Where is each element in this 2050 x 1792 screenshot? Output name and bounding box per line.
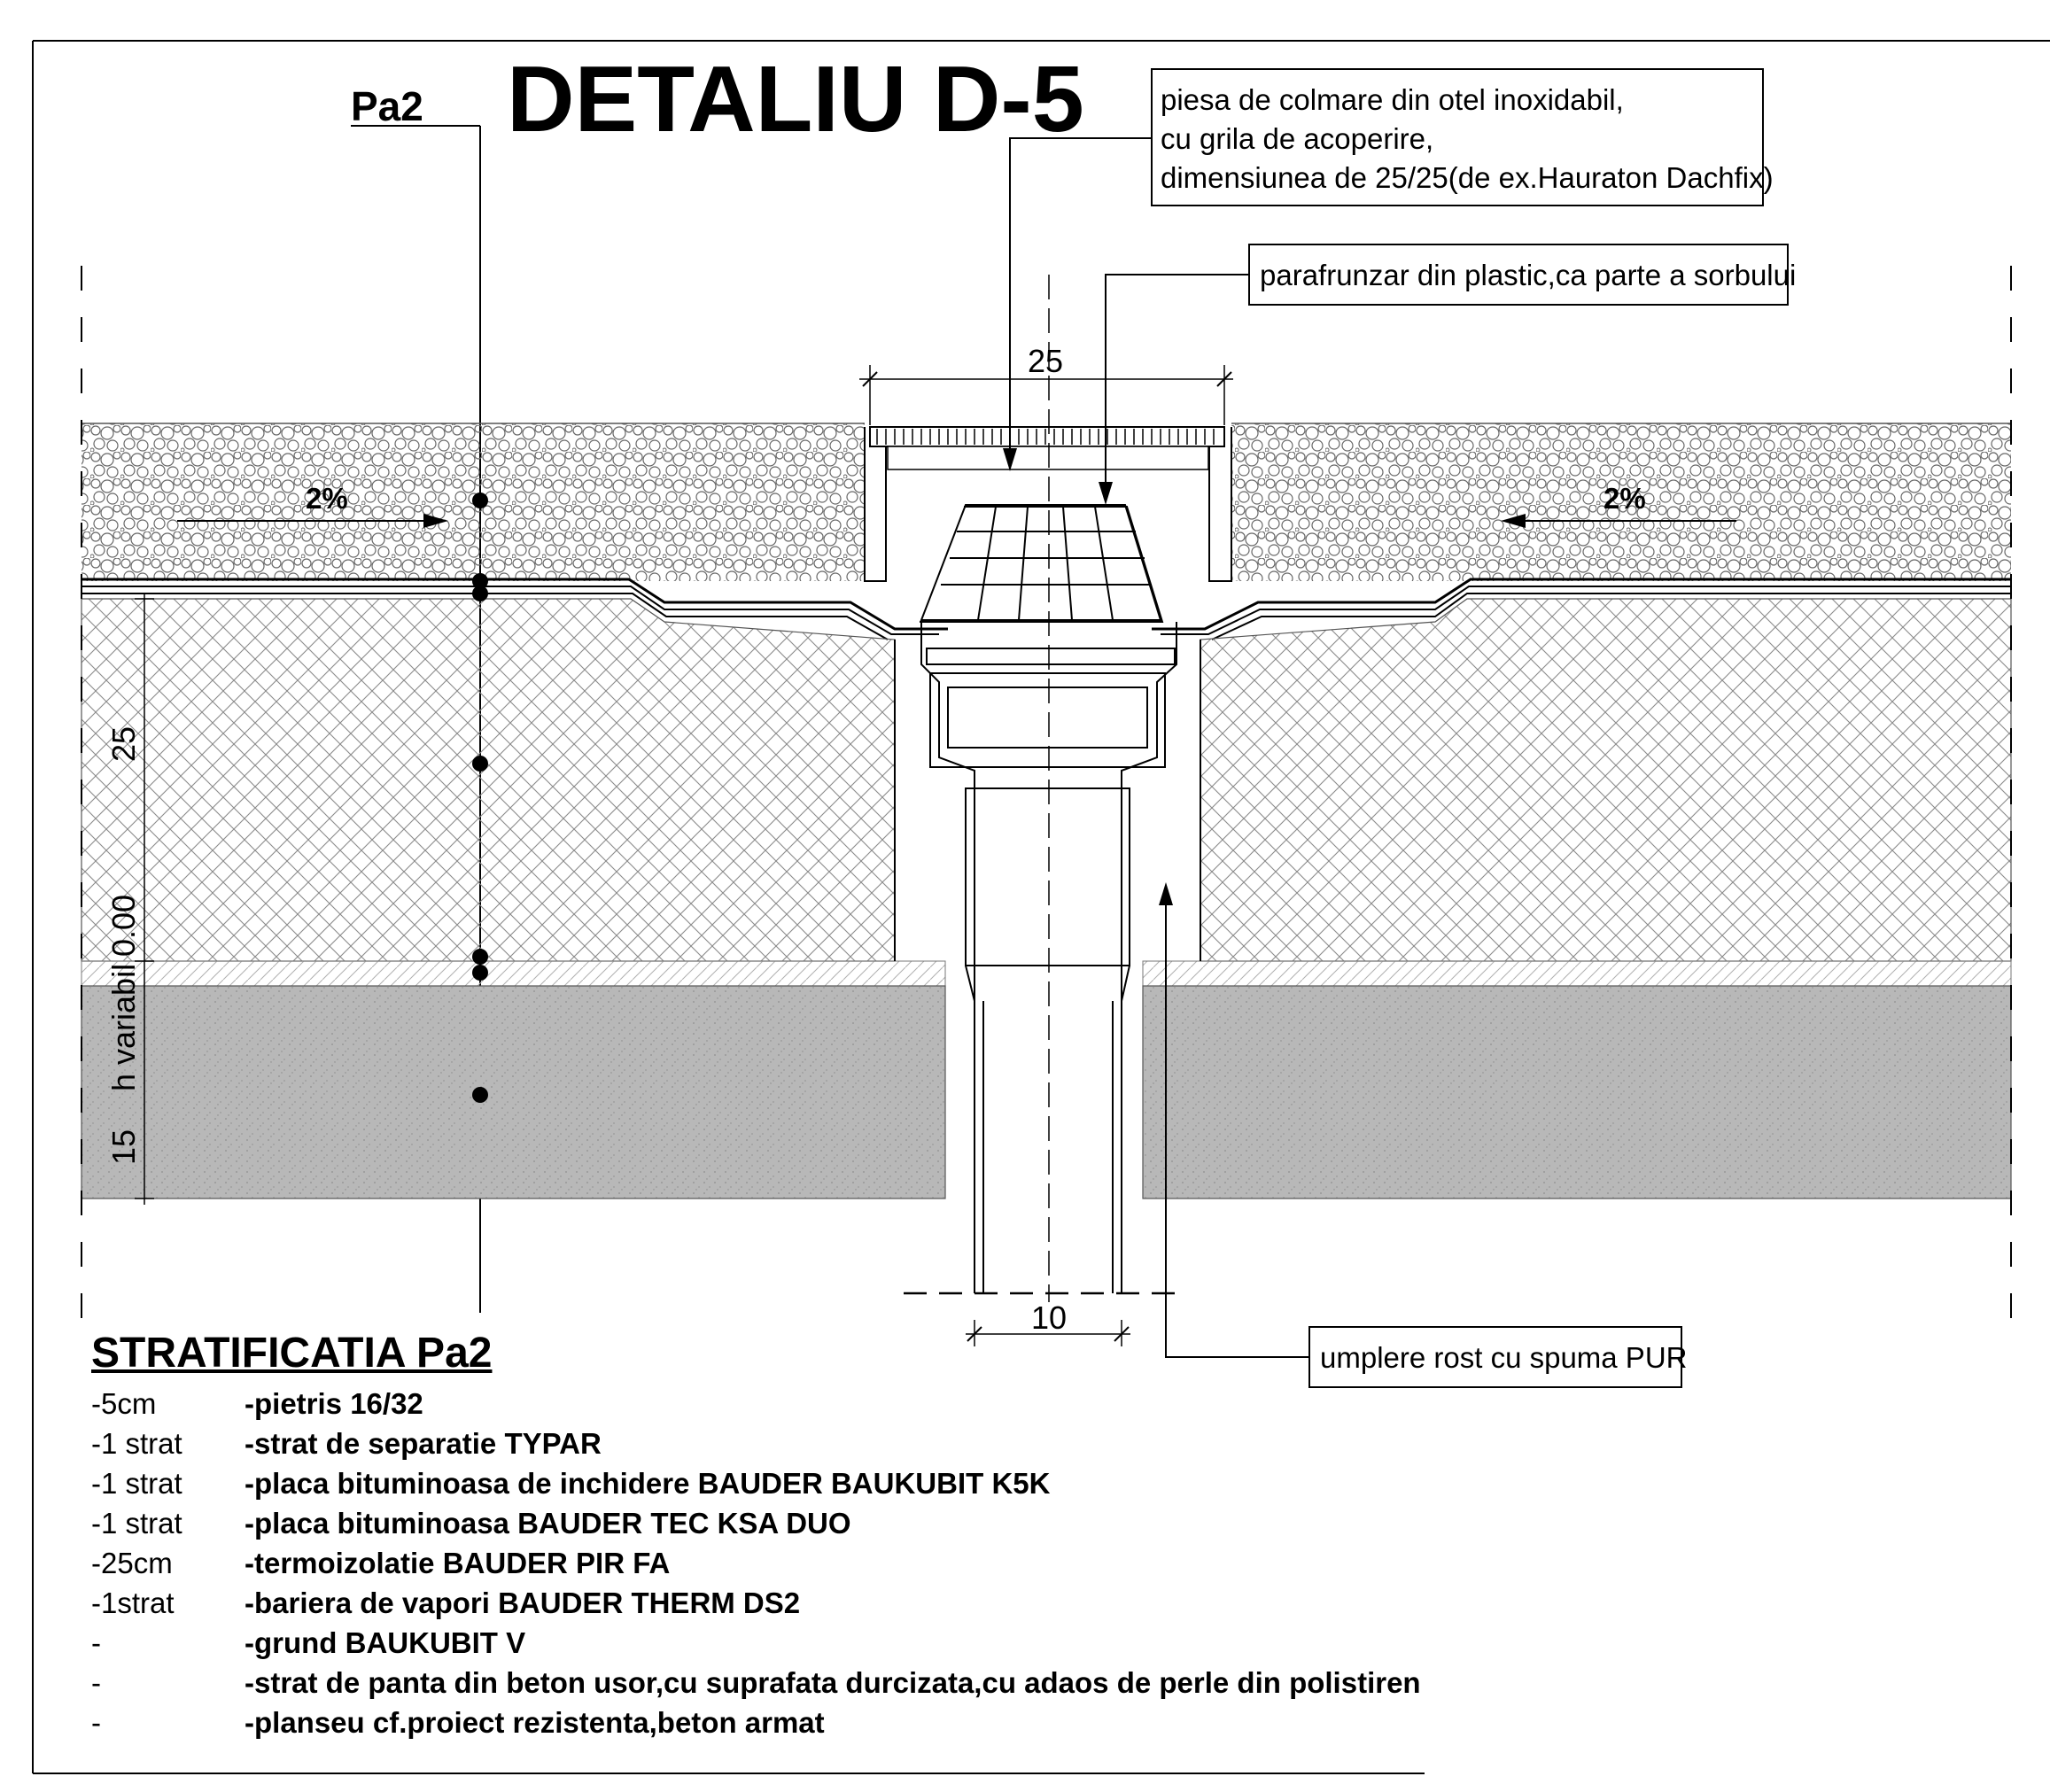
layer-quantity: -1 strat — [91, 1506, 182, 1540]
slope-arrow-left — [423, 514, 448, 528]
layer-description: -placa bituminoasa de inchidere BAUDER B… — [245, 1466, 1051, 1500]
layer-description: -planseu cf.proiect rezistenta,beton arm… — [245, 1705, 825, 1739]
insulation-right — [1200, 598, 2012, 962]
slope-label-right: 2% — [1604, 482, 1646, 515]
layer-quantity: - — [91, 1665, 101, 1699]
drawing-title: DETALIU D-5 — [507, 47, 1084, 151]
callout-leaf-guard-leader — [1105, 274, 1249, 493]
dim-slab-label: 15 — [105, 1129, 142, 1165]
callout-collar-line1: piesa de colmare din otel inoxidabil, — [1161, 83, 1624, 116]
callout-joint-text: umplere rost cu spuma PUR — [1320, 1341, 1687, 1374]
stratification-legend: STRATIFICATIA Pa2 -5cm -pietris 16/32 -1 s… — [91, 1327, 1509, 1742]
layer-description: -grund BAUKUBIT V — [245, 1625, 526, 1659]
dim-insulation-label: 25 — [105, 726, 142, 762]
stratification-row: -1strat -bariera de vapori BAUDER THERM D… — [91, 1583, 1509, 1623]
layer-description: -placa bituminoasa BAUDER TEC KSA DUO — [245, 1506, 851, 1540]
drain-body — [894, 622, 1201, 1293]
stratification-row: -1 strat -placa bituminoasa de inchidere … — [91, 1463, 1509, 1503]
vapour-barrier-right — [1142, 960, 2012, 987]
layer-description: -pietris 16/32 — [245, 1386, 423, 1420]
callout-joint-leader — [1165, 895, 1309, 1358]
stratification-row: - -grund BAUKUBIT V — [91, 1623, 1509, 1663]
dim-variable-label: h variabil — [105, 964, 142, 1091]
layer-quantity: -25cm — [91, 1546, 173, 1579]
stratification-row: -1 strat -strat de separatie TYPAR — [91, 1424, 1509, 1463]
membrane-left — [82, 578, 948, 631]
layer-quantity: -1strat — [91, 1586, 175, 1619]
callout-collar-line2: cu grila de acoperire, — [1161, 122, 1433, 155]
gravel-layer-right — [1231, 423, 2011, 581]
stratification-row: - -planseu cf.proiect rezistenta,beton ar… — [91, 1703, 1509, 1742]
layer-description: -termoizolatie BAUDER PIR FA — [245, 1546, 671, 1579]
leaf-guard-basket — [920, 504, 1176, 665]
stratification-list: -5cm -pietris 16/32 -1 strat -strat de sepa… — [91, 1384, 1509, 1742]
stratification-heading: STRATIFICATIA Pa2 — [91, 1330, 493, 1377]
slope-arrow-right — [1501, 514, 1526, 528]
layer-quantity: -1 strat — [91, 1426, 182, 1460]
stratification-row: -1 strat -placa bituminoasa BAUDER TEC KS… — [91, 1503, 1509, 1543]
layer-description: -strat de panta din beton usor,cu supraf… — [245, 1665, 1421, 1699]
membrane-right — [1152, 578, 2011, 631]
layer-quantity: - — [91, 1625, 101, 1659]
layer-description: -bariera de vapori BAUDER THERM DS2 — [245, 1586, 801, 1619]
dim-elevation-label: 0.00 — [105, 895, 142, 957]
dim-pipe-label: 10 — [1031, 1299, 1067, 1336]
callout-leaf-guard-text: parafrunzar din plastic,ca parte a sorbu… — [1260, 259, 1796, 291]
stratification-row: -25cm -termoizolatie BAUDER PIR FA — [91, 1543, 1509, 1583]
stratification-row: -5cm -pietris 16/32 — [91, 1384, 1509, 1424]
cover-grate — [869, 426, 1225, 447]
dim-top-label: 25 — [1028, 343, 1063, 379]
layer-ref-label: Pa2 — [351, 83, 423, 129]
layer-description: -strat de separatie TYPAR — [245, 1426, 602, 1460]
insulation-left — [81, 598, 896, 962]
concrete-slab-left — [81, 985, 946, 1199]
callout-collar-leader — [1009, 137, 1152, 459]
layer-quantity: -5cm — [91, 1386, 157, 1420]
layer-quantity: -1 strat — [91, 1466, 182, 1500]
vapour-barrier-left — [81, 960, 946, 987]
callout-collar-line3: dimensiunea de 25/25(de ex.Hauraton Dach… — [1161, 161, 1774, 194]
callout-leaf-guard-box — [1248, 244, 1789, 306]
layer-markers — [472, 493, 488, 1103]
layer-quantity: - — [91, 1705, 101, 1739]
slope-label-left: 2% — [306, 482, 348, 515]
concrete-slab-right — [1142, 985, 2012, 1199]
stratification-row: - -strat de panta din beton usor,cu supra… — [91, 1663, 1509, 1703]
